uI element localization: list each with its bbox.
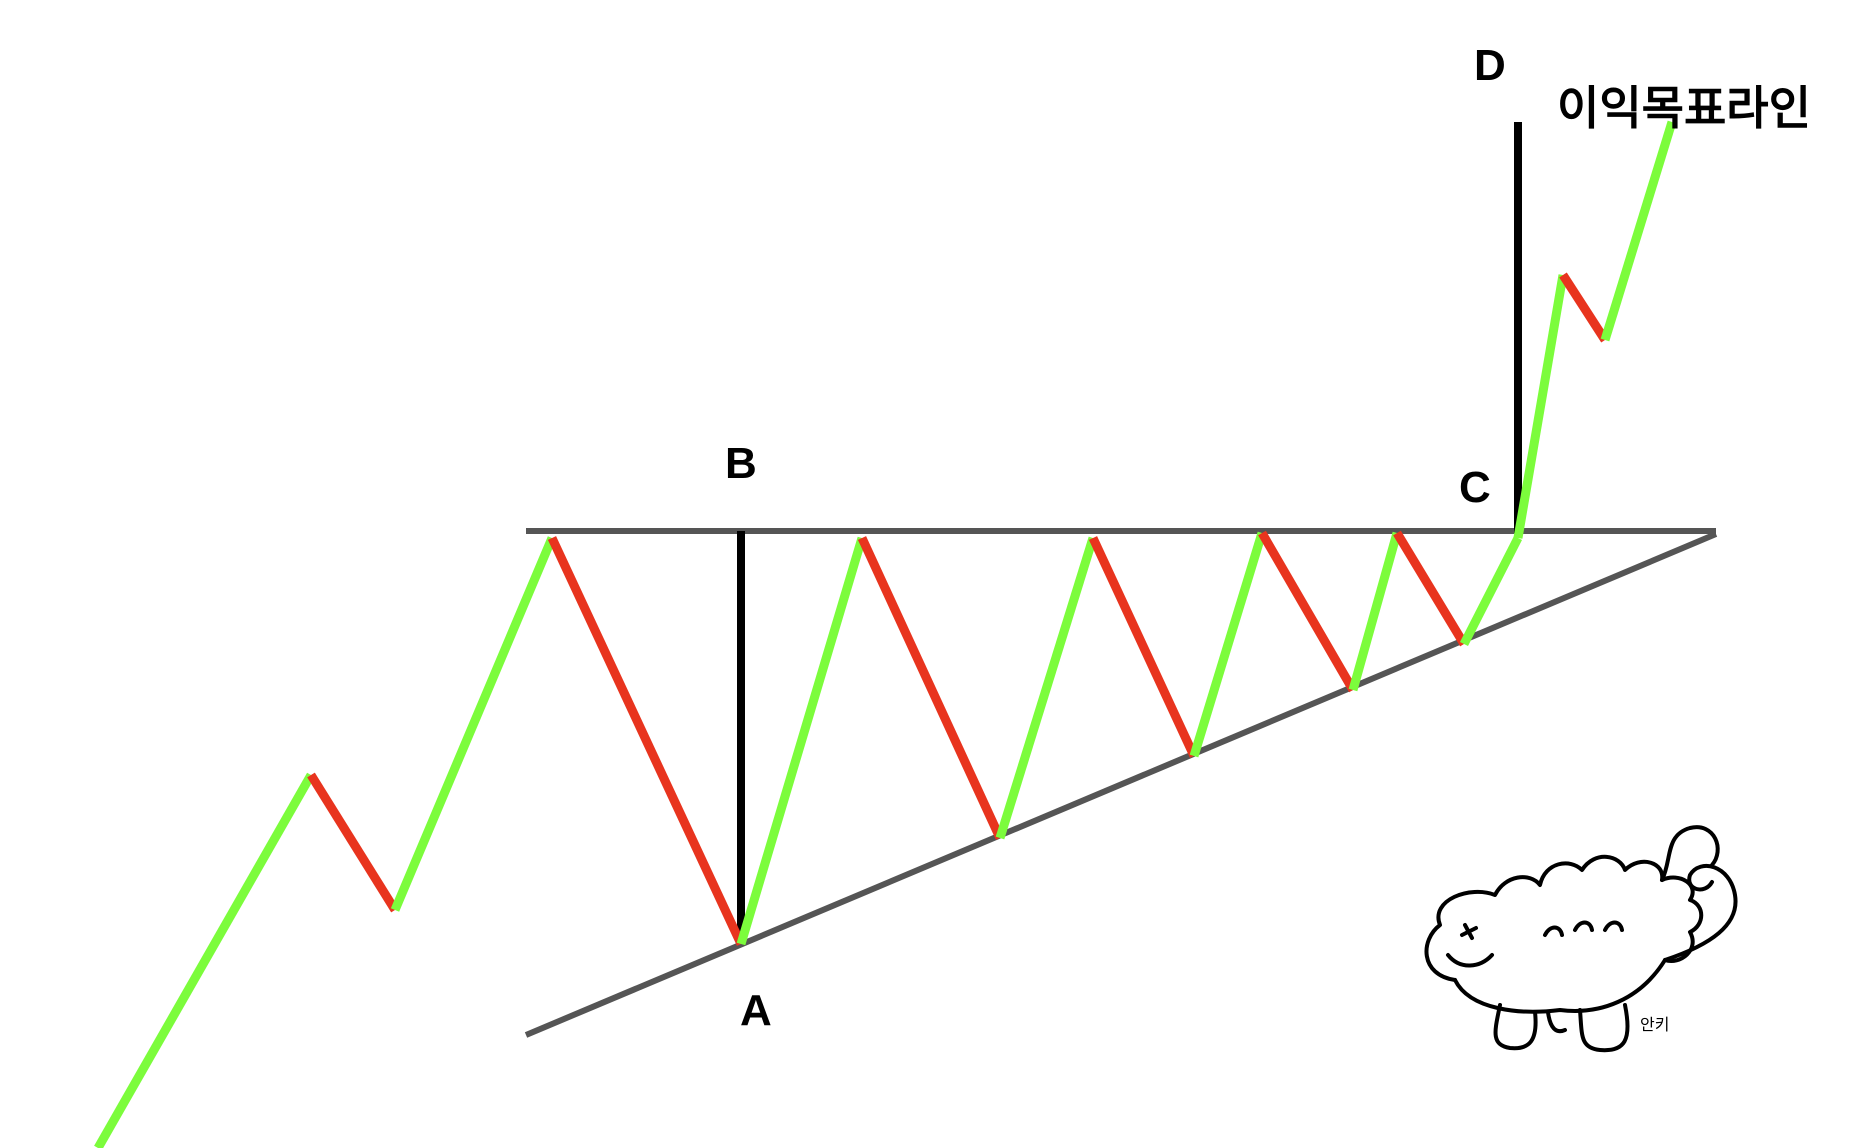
price-up-segment-1 [94,772,315,1148]
profit-target-label: 이익목표라인 [1557,82,1811,134]
price-up-segment-13 [1459,535,1523,647]
price-down-segment-8 [1088,536,1199,758]
signature-text: 안키 [1640,1015,1669,1034]
point-label-a: A [740,986,772,1035]
point-label-c: C [1459,463,1491,512]
price-path [94,120,1677,1148]
price-down-segment-12 [1393,530,1468,647]
price-down-segment-15 [1559,272,1609,343]
price-up-segment-14 [1513,274,1568,539]
support-line [524,531,1718,1038]
price-up-segment-9 [1189,531,1267,758]
price-up-segment-3 [390,536,557,912]
dinosaur-doodle-icon [1424,825,1738,1053]
price-down-segment-2 [307,772,399,913]
price-up-segment-5 [736,536,867,946]
point-label-b: B [725,439,757,488]
price-up-segment-16 [1600,120,1677,342]
price-down-segment-4 [547,536,746,946]
point-label-d: D [1474,41,1506,90]
price-up-segment-7 [995,536,1098,840]
price-up-segment-11 [1348,531,1402,692]
measure-lines [737,122,1522,944]
price-down-segment-10 [1258,530,1357,693]
price-down-segment-6 [857,536,1005,840]
